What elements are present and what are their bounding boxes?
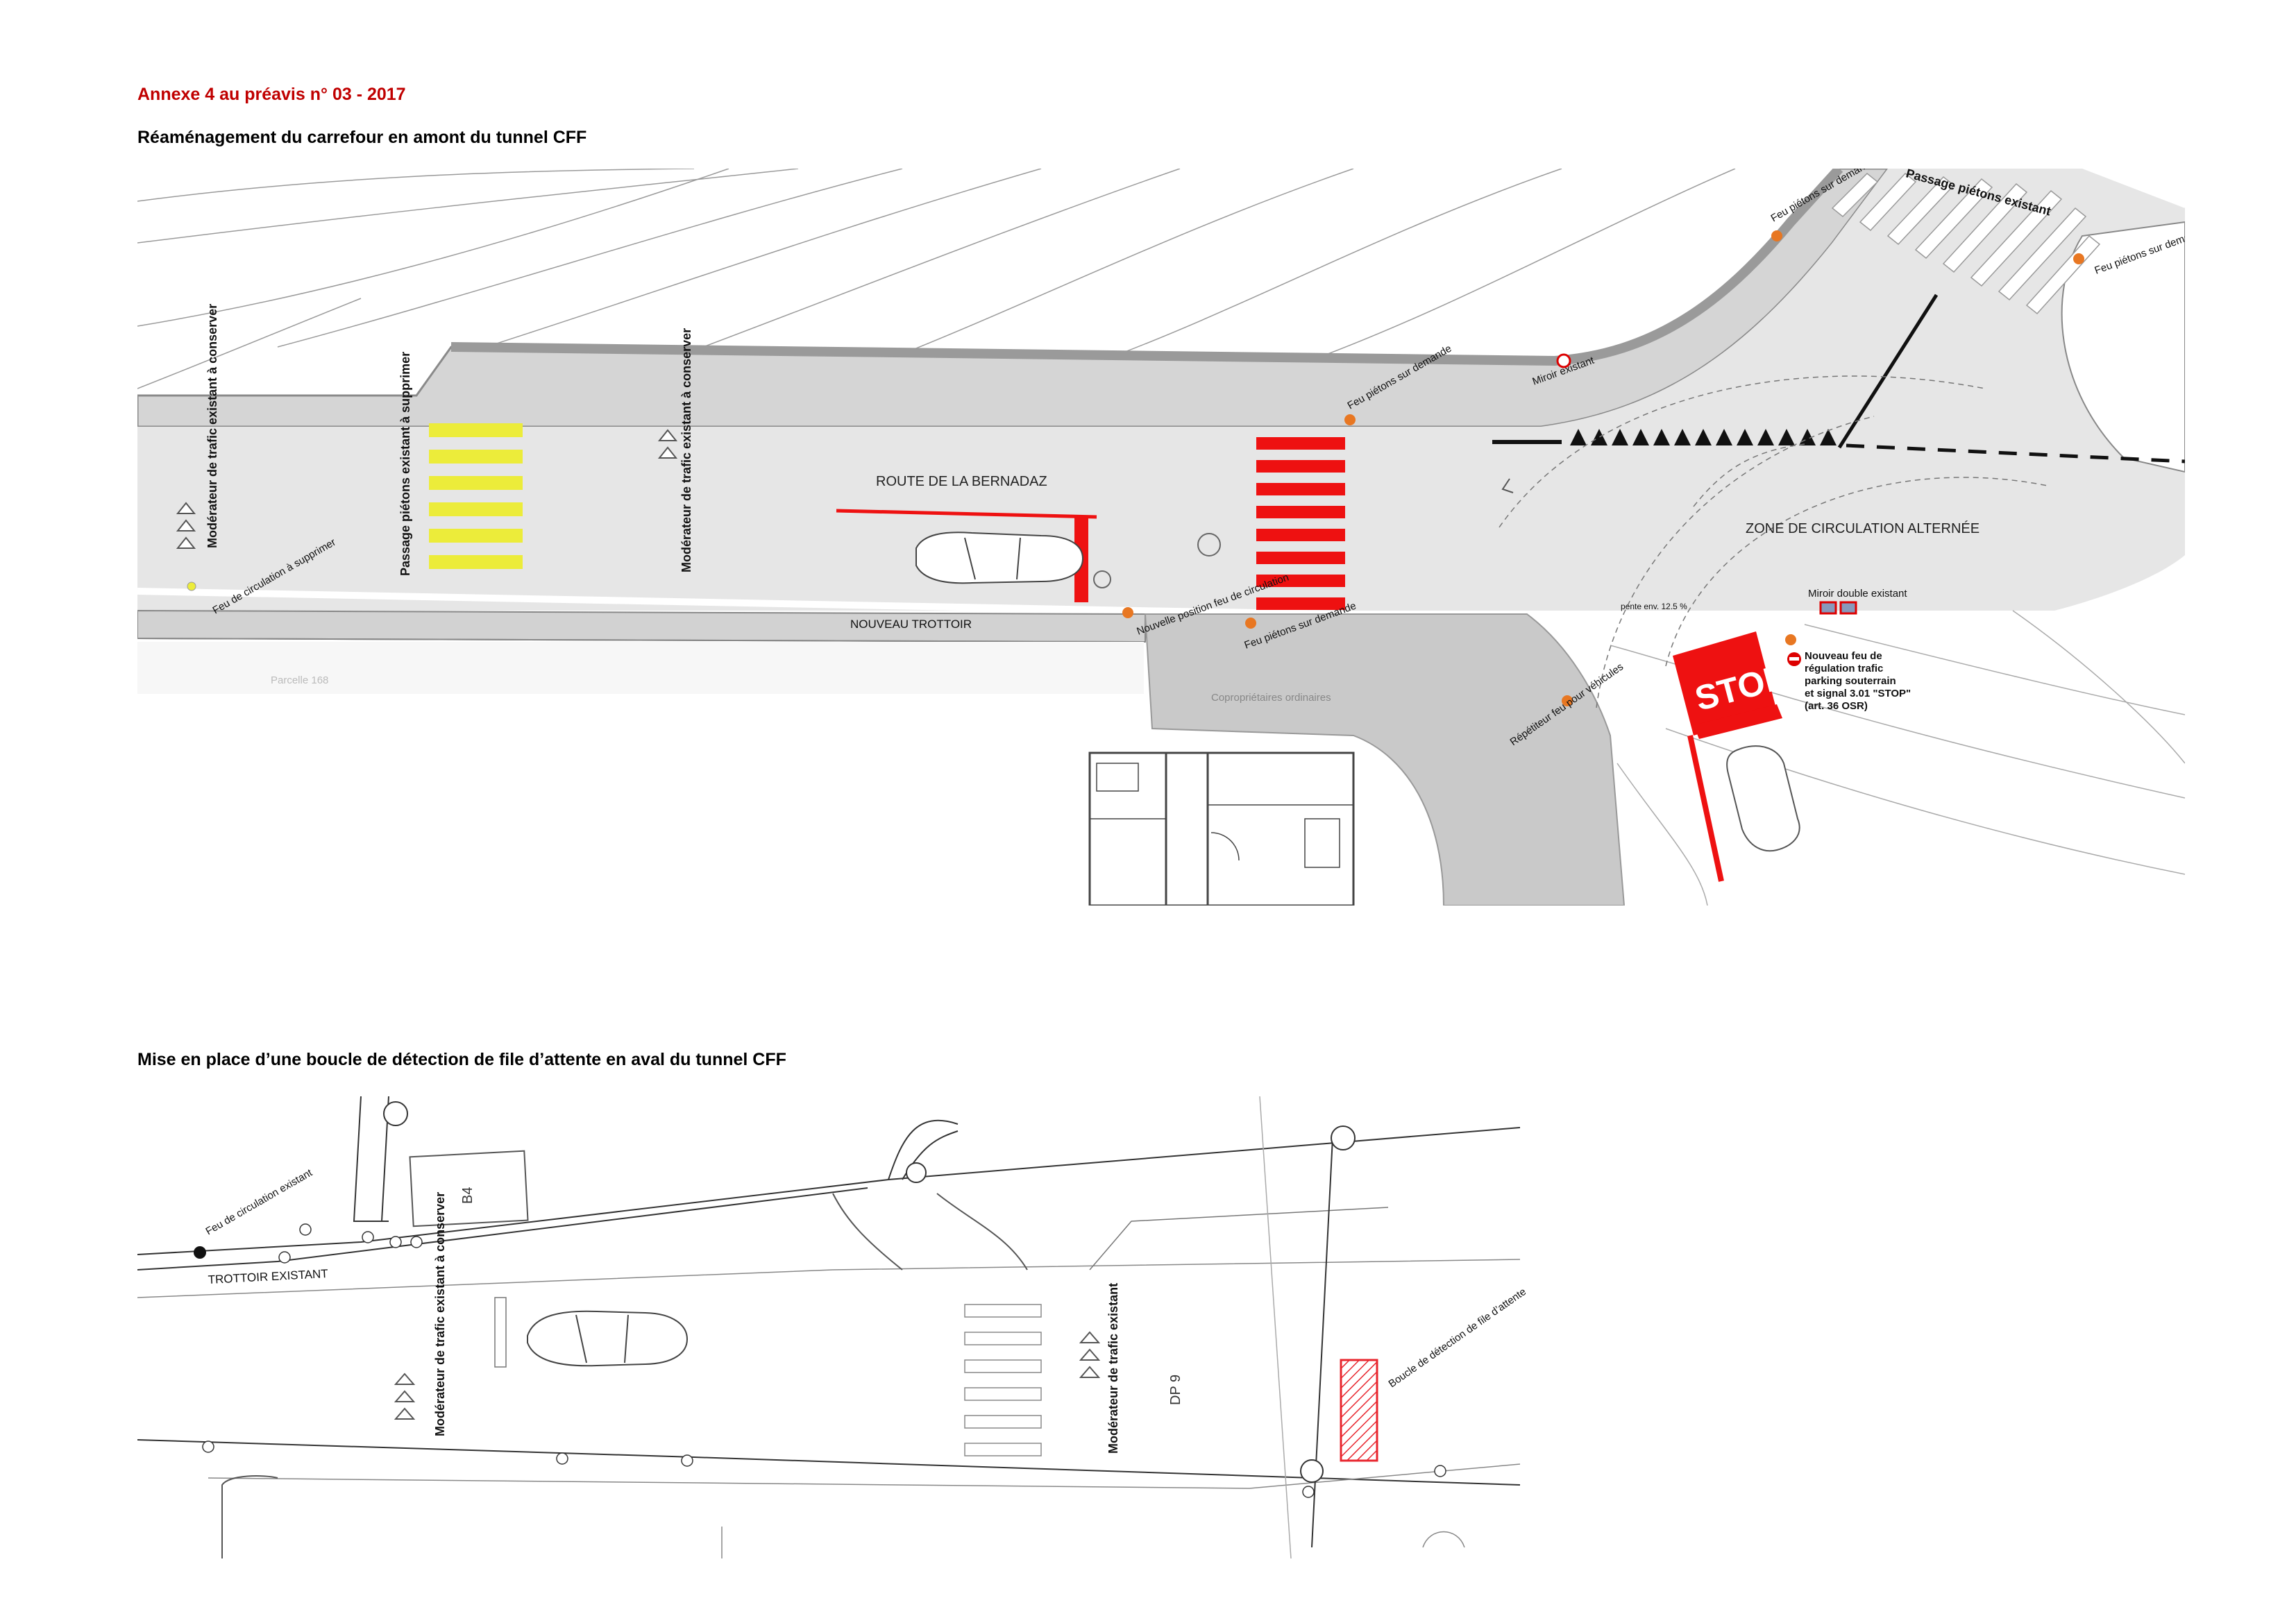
crossing-to-remove (429, 423, 523, 569)
traffic-moderator-left (176, 502, 196, 549)
moderator-plan2-left-label: Modérateur de trafic existant à conserve… (433, 1192, 447, 1436)
traffic-moderator-mid (657, 429, 678, 459)
moderator-plan2-right-label: Modérateur de trafic existant (1106, 1283, 1120, 1454)
moderator-keep-left: Modérateur de trafic existant à conserve… (205, 304, 219, 548)
svg-text:régulation trafic: régulation trafic (1805, 663, 1883, 674)
svg-text:Nouveau feu de: Nouveau feu de (1805, 650, 1882, 662)
parking-ramp (1144, 613, 1626, 906)
building-b4 (409, 1150, 529, 1227)
building-owner-label: Copropriétaires ordinaires (1211, 692, 1331, 704)
double-mirror-label: Miroir double existant (1808, 588, 1907, 600)
traffic-moderator-plan2-right (1079, 1331, 1101, 1378)
building-floorplan (1088, 751, 1355, 906)
stop-marking: STOP (1673, 631, 1791, 882)
mirror-icon (1556, 353, 1571, 368)
terrain-contours (137, 169, 2185, 389)
new-sidewalk-strip (137, 609, 1146, 643)
svg-text:et signal 3.01 "STOP": et signal 3.01 "STOP" (1805, 688, 1911, 699)
pedestrian-crossing-plan2 (964, 1304, 1042, 1456)
svg-text:(art. 36 OSR): (art. 36 OSR) (1805, 700, 1868, 712)
new-light-note: Nouveau feu de régulation trafic parking… (1805, 650, 1911, 712)
moderator-keep-mid: Modérateur de trafic existant à conserve… (679, 328, 693, 572)
existing-traffic-light-icon (194, 1246, 206, 1259)
car-icon (915, 532, 1084, 584)
car-icon-plan2 (527, 1310, 689, 1367)
plan-detection-loop: B4 (137, 1096, 1528, 1558)
zone-label: ZONE DE CIRCULATION ALTERNÉE (1746, 520, 1980, 536)
road-surface (137, 169, 2185, 611)
slope-label: pente env. 12.5 % (1621, 602, 1687, 611)
section-2-title: Mise en place d’une boucle de détection … (137, 1050, 786, 1069)
traffic-light-markers (1122, 230, 2084, 706)
parcel-label: Parcelle 168 (271, 674, 328, 686)
sidewalk-existing-label: TROTTOIR EXISTANT (208, 1267, 328, 1286)
crossing-remove-label: Passage piétons existant à supprimer (398, 352, 412, 576)
b4-label: B4 (460, 1187, 475, 1204)
section-1-title: Réaménagement du carrefour en amont du t… (137, 128, 587, 147)
road-name: ROUTE DE LA BERNADAZ (876, 474, 1047, 489)
new-sidewalk-label: NOUVEAU TROTTOIR (850, 618, 972, 631)
annex-label: Annexe 4 au préavis n° 03 - 2017 (137, 85, 406, 104)
car-icon-ramp (1726, 745, 1800, 852)
manholes (383, 1101, 1356, 1483)
traffic-moderator-plan2-left (394, 1373, 416, 1420)
double-mirror-icon (1819, 601, 1857, 615)
detection-loop-label: Boucle de détection de file d’attente (1387, 1286, 1528, 1390)
traffic-light-existing-label: Feu de circulation existant (204, 1166, 315, 1237)
new-pedestrian-crossing (1256, 437, 1345, 610)
svg-text:parking souterrain: parking souterrain (1805, 675, 1896, 687)
detection-loop (1340, 1359, 1378, 1462)
dp-label: DP 9 (1168, 1375, 1183, 1405)
